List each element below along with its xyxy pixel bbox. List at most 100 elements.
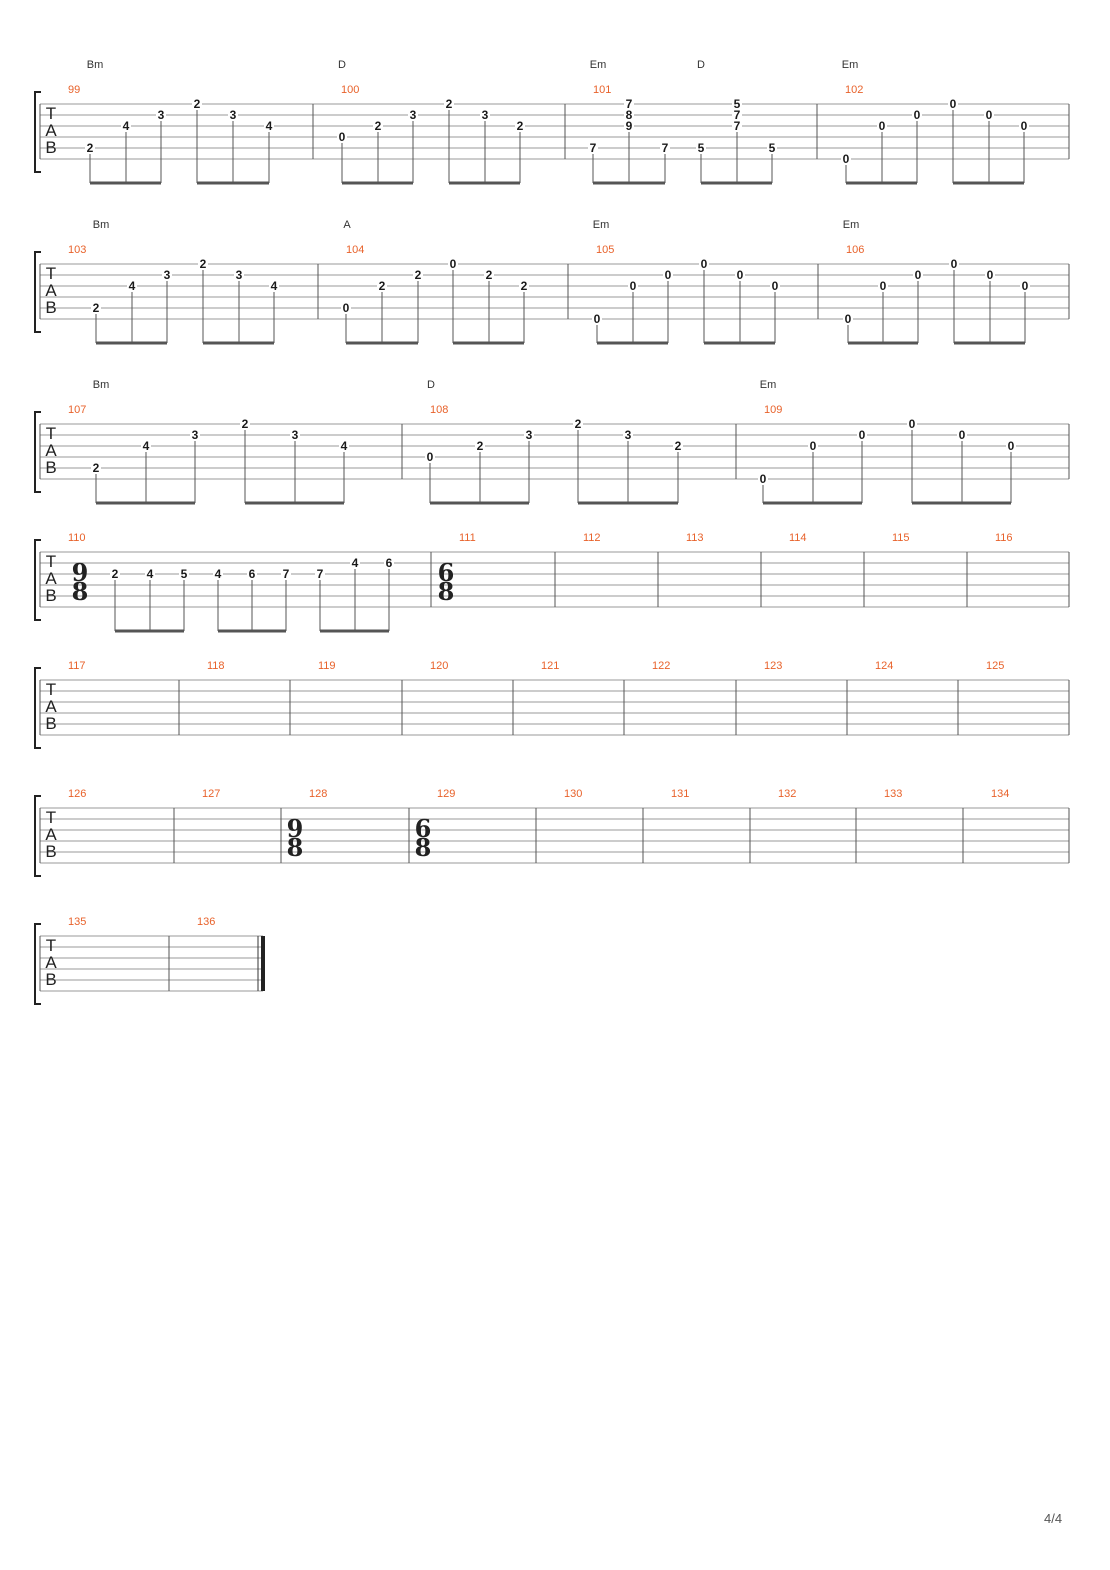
note-mask [696, 143, 706, 153]
tab-clef-letter: T [46, 936, 56, 955]
fret-number: 0 [427, 450, 434, 464]
fret-number: 0 [737, 268, 744, 282]
note-mask [228, 110, 238, 120]
fret-number: 0 [843, 152, 850, 166]
fret-number: 0 [450, 257, 457, 271]
fret-number: 2 [93, 461, 100, 475]
measure-number: 107 [68, 404, 86, 416]
fret-number: 2 [575, 417, 582, 431]
fret-number: 3 [526, 428, 533, 442]
fret-number: 4 [129, 279, 136, 293]
measure-number: 101 [593, 84, 611, 96]
note-mask [281, 569, 291, 579]
fret-number: 0 [665, 268, 672, 282]
note-mask [877, 121, 887, 131]
fret-number: 7 [734, 119, 741, 133]
time-signature-numerator: 9 [72, 558, 89, 587]
note-mask [985, 270, 995, 280]
fret-number: 0 [986, 108, 993, 122]
note-mask [110, 569, 120, 579]
fret-number: 0 [859, 428, 866, 442]
note-mask [1006, 441, 1016, 451]
note-mask [515, 121, 525, 131]
measure-number: 122 [652, 660, 670, 672]
note-mask [91, 463, 101, 473]
tab-clef-letter: A [45, 825, 57, 844]
system-bracket [34, 667, 41, 749]
tab-clef-letter: A [45, 953, 57, 972]
tab-clef-letter: A [45, 441, 57, 460]
note-mask [770, 281, 780, 291]
chord-name: D [338, 59, 346, 71]
fret-number: 3 [625, 428, 632, 442]
fret-number: 6 [249, 567, 256, 581]
fret-number: 0 [879, 119, 886, 133]
fret-number: 2 [379, 279, 386, 293]
note-mask [663, 270, 673, 280]
fret-number: 0 [909, 417, 916, 431]
measure-number: 110 [68, 532, 86, 544]
fret-number: 6 [386, 556, 393, 570]
fret-number: 4 [147, 567, 154, 581]
tab-clef-letter: T [46, 680, 56, 699]
note-mask [234, 270, 244, 280]
measure-number: 105 [596, 244, 614, 256]
measure-number: 119 [318, 660, 336, 672]
tab-clef-letter: T [46, 424, 56, 443]
measure-number: 103 [68, 244, 86, 256]
note-mask [841, 154, 851, 164]
time-signature-numerator: 6 [415, 814, 432, 843]
fret-number: 2 [242, 417, 249, 431]
note-mask [732, 99, 742, 109]
note-mask [624, 121, 634, 131]
note-mask [628, 281, 638, 291]
measure-number: 133 [884, 788, 902, 800]
note-mask [735, 270, 745, 280]
tab-clef-letter: T [46, 264, 56, 283]
measure-number: 111 [459, 532, 476, 544]
note-mask [843, 314, 853, 324]
note-mask [480, 110, 490, 120]
tab-clef-letter: B [45, 138, 56, 157]
note-mask [247, 569, 257, 579]
tab-clef-letter: T [46, 552, 56, 571]
note-mask [127, 281, 137, 291]
note-mask [190, 430, 200, 440]
fret-number: 0 [1008, 439, 1015, 453]
note-mask [373, 121, 383, 131]
measure-number: 136 [197, 916, 215, 928]
measure-number: 109 [764, 404, 782, 416]
measure-number: 118 [207, 660, 225, 672]
measure-number: 104 [346, 244, 364, 256]
fret-number: 0 [1021, 119, 1028, 133]
tab-clef-letter: A [45, 281, 57, 300]
fret-number: 2 [112, 567, 119, 581]
measure-number: 135 [68, 916, 86, 928]
fret-number: 0 [810, 439, 817, 453]
fret-number: 4 [143, 439, 150, 453]
measure-number: 116 [995, 532, 1013, 544]
tab-clef-letter: B [45, 970, 56, 989]
note-mask [912, 110, 922, 120]
fret-number: 3 [482, 108, 489, 122]
note-mask [384, 558, 394, 568]
fret-number: 2 [675, 439, 682, 453]
note-mask [624, 110, 634, 120]
note-mask [767, 143, 777, 153]
fret-number: 8 [626, 108, 633, 122]
note-mask [213, 569, 223, 579]
note-mask [949, 259, 959, 269]
note-mask [623, 430, 633, 440]
fret-number: 4 [341, 439, 348, 453]
note-mask [179, 569, 189, 579]
fret-number: 7 [590, 141, 597, 155]
measure-number: 131 [671, 788, 689, 800]
measure-number: 114 [789, 532, 807, 544]
chord-name: Em [843, 219, 860, 231]
fret-number: 3 [410, 108, 417, 122]
note-mask [907, 419, 917, 429]
time-signature-denominator: 8 [287, 833, 304, 862]
note-mask [341, 303, 351, 313]
system-bracket [34, 795, 41, 877]
